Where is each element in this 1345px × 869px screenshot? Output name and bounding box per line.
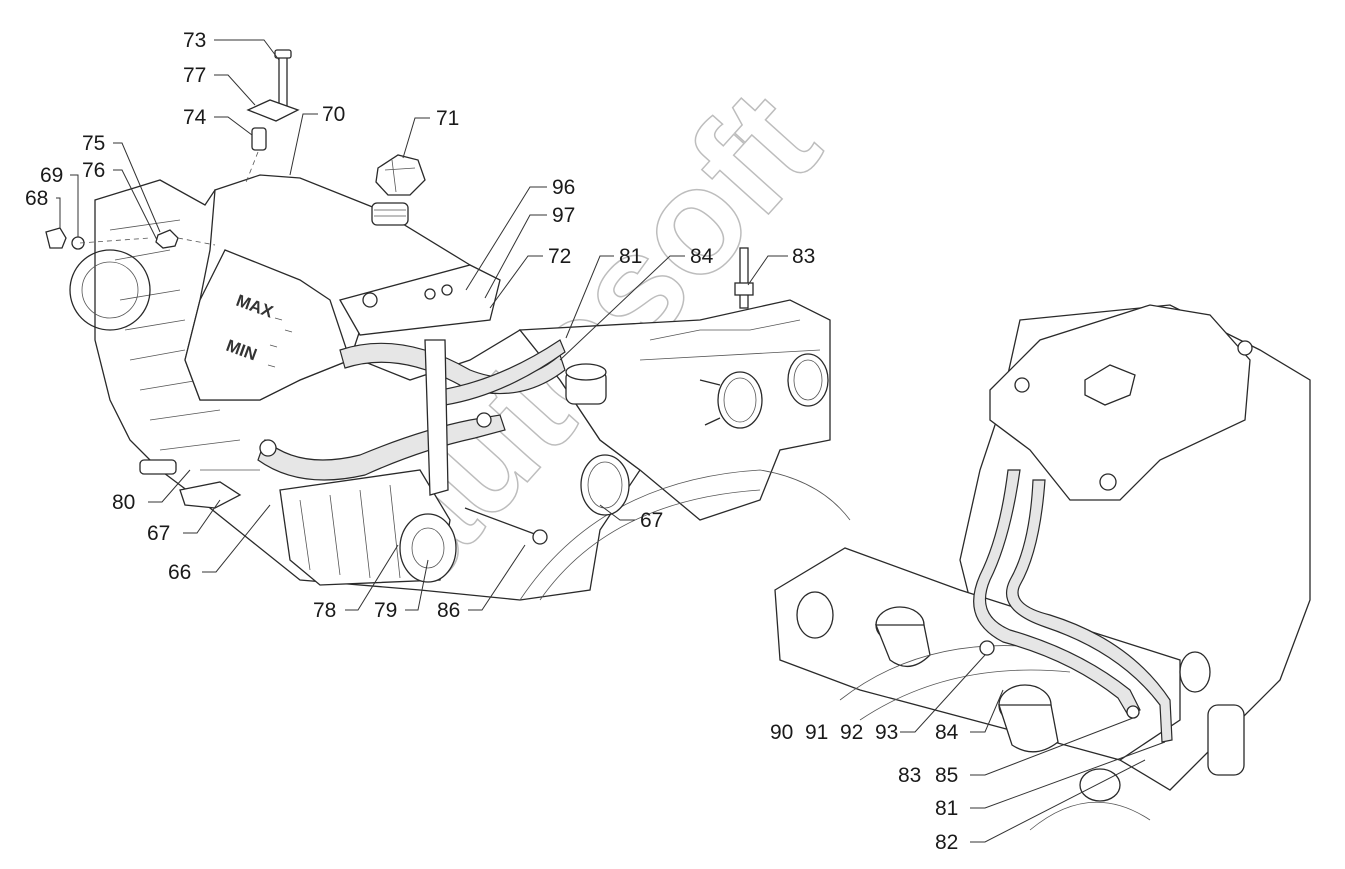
right-tank-body xyxy=(989,304,1251,501)
callout-80: 80 xyxy=(112,491,135,514)
callout-77: 77 xyxy=(183,64,206,87)
tank-bracket xyxy=(339,264,501,336)
callout-66: 66 xyxy=(168,561,191,584)
right-plate-hole xyxy=(796,591,834,639)
callout-90: 90 xyxy=(770,721,793,744)
right-pipe-4 xyxy=(1179,651,1211,693)
dash-axis-left xyxy=(79,237,216,246)
cap-68 xyxy=(45,227,67,249)
bolt-73 xyxy=(274,49,292,110)
tank-level-dashes xyxy=(267,317,293,368)
pipe-stub-2 xyxy=(787,353,829,407)
leader-lines xyxy=(56,39,1166,843)
gasket-67 xyxy=(179,481,242,509)
clamp-2 xyxy=(476,412,492,428)
callout-68: 68 xyxy=(25,187,48,210)
callout-85: 85 xyxy=(935,764,958,787)
right-pipe-1 xyxy=(875,606,931,667)
nut-75 xyxy=(155,229,179,249)
callout-79: 79 xyxy=(374,599,397,622)
clamp-1 xyxy=(259,439,277,457)
callout-labels: 73 77 74 70 71 75 69 76 68 96 97 72 81 8… xyxy=(25,29,959,854)
sleeve-74 xyxy=(251,127,267,151)
right-hose-1 xyxy=(973,469,1141,716)
right-engine-assembly xyxy=(774,304,1311,831)
fitting-83 xyxy=(734,247,754,309)
callout-72: 72 xyxy=(548,245,571,268)
callout-82: 82 xyxy=(935,831,958,854)
pulley-left-inner xyxy=(81,261,139,319)
right-tank-cap xyxy=(1084,364,1136,406)
callout-81-left: 81 xyxy=(619,245,642,268)
right-pipe-2 xyxy=(998,684,1059,753)
left-engine-assembly: MAX MIN xyxy=(45,49,851,601)
callout-84-right: 84 xyxy=(935,721,959,744)
fitting-80 xyxy=(139,459,177,475)
right-pipe-5 xyxy=(1207,704,1245,776)
pipe-stub-1 xyxy=(699,371,763,429)
callout-75: 75 xyxy=(82,132,105,155)
filler-neck xyxy=(371,202,409,226)
right-clamp xyxy=(1126,705,1140,719)
callout-86: 86 xyxy=(437,599,460,622)
callout-76: 76 xyxy=(82,159,105,182)
callout-84-left: 84 xyxy=(690,245,714,268)
callout-83-left: 83 xyxy=(792,245,815,268)
right-pipe-3 xyxy=(1079,768,1121,802)
callout-91: 91 xyxy=(805,721,828,744)
right-fitting-93 xyxy=(979,640,995,656)
pulley-left xyxy=(69,249,151,331)
pipe-stub-4 xyxy=(565,363,607,405)
hose-81 xyxy=(439,339,566,406)
callout-83-right: 83 xyxy=(898,764,921,787)
callout-67-right: 67 xyxy=(640,509,663,532)
tank-cap xyxy=(375,154,426,196)
callout-78: 78 xyxy=(313,599,336,622)
dash-axis-top xyxy=(244,151,259,186)
callout-97: 97 xyxy=(552,204,575,227)
right-hose-2 xyxy=(1005,479,1173,743)
callout-70: 70 xyxy=(322,103,345,126)
callout-71: 71 xyxy=(436,107,459,130)
callout-93: 93 xyxy=(875,721,898,744)
alternator xyxy=(279,469,457,586)
callout-67-left: 67 xyxy=(147,522,170,545)
callout-74: 74 xyxy=(183,106,207,129)
right-block-outline xyxy=(959,304,1311,791)
callout-92: 92 xyxy=(840,721,863,744)
bolt-86 xyxy=(464,507,541,537)
callout-81-right: 81 xyxy=(935,797,958,820)
callout-73: 73 xyxy=(183,29,206,52)
plate-detail xyxy=(639,319,821,361)
support-bracket xyxy=(424,339,449,496)
timing-cover-plate xyxy=(518,299,831,521)
washer-77 xyxy=(246,99,300,122)
tank-front-face xyxy=(184,249,351,401)
right-plate xyxy=(774,547,1181,761)
flywheel-arc-2 xyxy=(539,489,761,601)
pipe-stub-3 xyxy=(580,454,630,516)
expansion-tank: MAX MIN xyxy=(184,174,501,401)
right-flywheel-lower xyxy=(1029,801,1151,831)
callout-96: 96 xyxy=(552,176,575,199)
flywheel-arc xyxy=(519,469,851,601)
callout-69: 69 xyxy=(40,164,63,187)
